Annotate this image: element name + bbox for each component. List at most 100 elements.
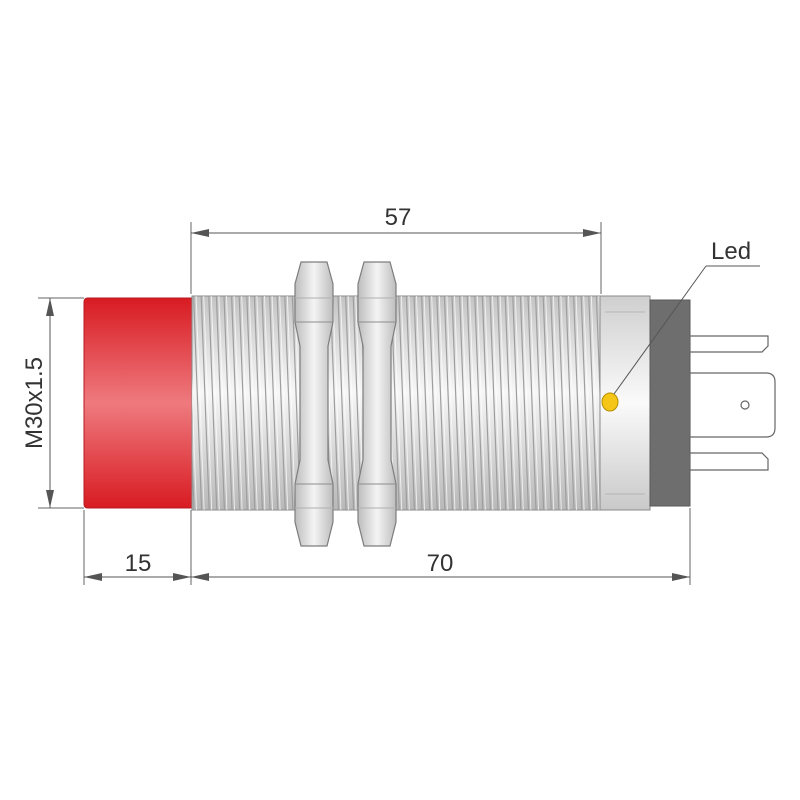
thread-highlight <box>248 296 258 510</box>
thread-highlight <box>560 296 570 510</box>
thread-line <box>436 296 446 510</box>
thread-line <box>193 296 203 510</box>
thread-line <box>557 296 567 510</box>
thread-line <box>542 296 552 510</box>
thread-highlight <box>195 296 205 510</box>
thread-line <box>580 296 590 510</box>
thread-highlight <box>583 296 593 510</box>
thread-line <box>284 296 294 510</box>
thread-highlight <box>423 296 433 510</box>
thread-line <box>329 296 339 510</box>
thread-line <box>504 296 514 510</box>
thread-line <box>481 296 491 510</box>
thread-highlight <box>218 296 228 510</box>
thread-highlight <box>408 296 418 510</box>
pin-hole <box>740 400 750 410</box>
thread-highlight <box>514 296 524 510</box>
thread-line <box>466 296 476 510</box>
thread-line <box>573 296 583 510</box>
dimension-57-label: 57 <box>385 204 412 231</box>
thread-highlight <box>537 296 547 510</box>
thread-highlight <box>400 296 410 510</box>
thread-highlight <box>271 296 281 510</box>
thread-line <box>253 296 263 510</box>
thread-line <box>246 296 256 510</box>
thread-highlight <box>507 296 517 510</box>
dimension-70-label: 70 <box>427 550 454 577</box>
thread-highlight <box>545 296 555 510</box>
thread-line <box>192 440 195 510</box>
thread-highlight <box>264 296 273 510</box>
thread-highlight <box>393 296 403 510</box>
thread-line <box>428 296 438 510</box>
thread-highlight <box>438 296 448 510</box>
led-leader-line <box>613 265 707 395</box>
thread-highlight <box>256 296 266 510</box>
dimension-15-label: 15 <box>125 550 152 577</box>
thread-line <box>519 296 529 510</box>
thread-highlight <box>279 296 289 510</box>
thread-line <box>512 296 522 510</box>
thread-line <box>337 296 347 510</box>
thread-highlight <box>530 296 539 510</box>
connector-housing <box>649 299 691 507</box>
thread-line <box>550 296 560 510</box>
thread-line <box>443 296 453 510</box>
thread-highlight <box>522 296 532 510</box>
thread-line <box>398 296 408 510</box>
thread-line <box>489 296 499 510</box>
thread-line <box>595 296 600 409</box>
thread-line <box>269 296 279 510</box>
thread-highlight <box>241 296 251 510</box>
sensing-face-cap <box>83 297 193 509</box>
connector-pins <box>689 335 776 471</box>
thread-highlight <box>332 296 342 510</box>
thread-highlight <box>446 296 456 510</box>
thread-line <box>208 296 218 510</box>
thread-highlight <box>210 296 220 510</box>
thread-line <box>459 296 469 510</box>
thread-line <box>261 296 271 510</box>
thread-line <box>474 296 484 510</box>
thread-highlight <box>461 296 471 510</box>
thread-highlight <box>590 296 600 510</box>
thread-line <box>276 296 286 510</box>
thread-highlight <box>233 296 243 510</box>
thread-line <box>223 296 233 510</box>
thread-highlight <box>226 296 235 510</box>
thread-highlight <box>340 296 349 510</box>
thread-highlight <box>454 296 463 510</box>
thread-line <box>535 296 545 510</box>
thread-highlight <box>499 296 509 510</box>
thread-line <box>200 296 210 510</box>
thread-highlight <box>347 296 357 510</box>
thread-highlight <box>492 296 501 510</box>
thread-highlight <box>552 296 562 510</box>
led-indicator <box>601 392 619 412</box>
thread-line <box>565 296 575 510</box>
thread-highlight <box>575 296 585 510</box>
thread-highlight <box>203 296 213 510</box>
mounting-nut-left <box>294 261 334 547</box>
thread-line <box>451 296 461 510</box>
thread-line <box>413 296 423 510</box>
thread-spec-label: M30x1.5 <box>21 357 48 449</box>
mounting-nut-right <box>357 261 397 547</box>
thread-line <box>421 296 431 510</box>
thread-line <box>588 296 598 510</box>
thread-highlight <box>469 296 479 510</box>
thread-line <box>231 296 241 510</box>
thread-highlight <box>568 296 577 510</box>
thread-highlight <box>416 296 425 510</box>
thread-highlight <box>476 296 486 510</box>
thread-highlight <box>484 296 494 510</box>
thread-line <box>405 296 415 510</box>
thread-highlight <box>431 296 441 510</box>
connector-pin-bottom <box>689 452 769 471</box>
thread-line <box>527 296 537 510</box>
thread-line <box>497 296 507 510</box>
led-label: Led <box>711 238 751 265</box>
connector-pin-center <box>689 372 776 438</box>
thread-line <box>215 296 225 510</box>
